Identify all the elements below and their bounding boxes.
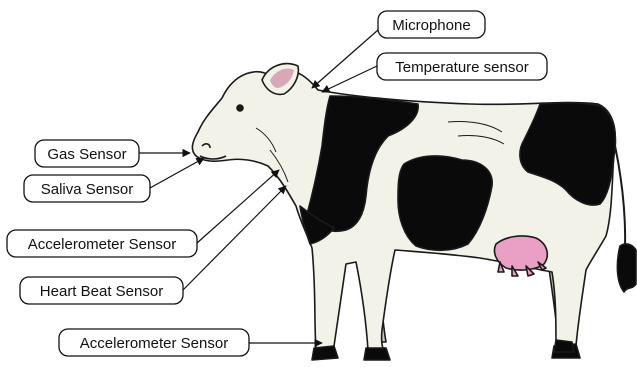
- label-accelerometer-leg-text: Accelerometer Sensor: [80, 335, 228, 352]
- cow-hoof: [312, 346, 338, 360]
- label-gas-sensor: Gas Sensor: [35, 140, 139, 167]
- label-temperature-sensor-text: Temperature sensor: [395, 59, 528, 76]
- label-saliva-sensor-text: Saliva Sensor: [41, 181, 134, 198]
- label-accelerometer-leg: Accelerometer Sensor: [59, 329, 249, 356]
- label-accelerometer-neck: Accelerometer Sensor: [7, 230, 197, 257]
- label-saliva-sensor: Saliva Sensor: [24, 175, 150, 202]
- arrow-accelerometer-neck: [197, 170, 279, 243]
- cow-illustration: [192, 64, 636, 360]
- label-gas-sensor-text: Gas Sensor: [47, 146, 126, 163]
- arrow-microphone: [312, 30, 378, 88]
- cow-tail-tuft: [617, 244, 636, 292]
- arrow-heart-beat: [183, 186, 286, 290]
- cow-hoof: [554, 340, 574, 352]
- label-microphone-text: Microphone: [392, 17, 470, 34]
- cow-eye: [237, 105, 243, 111]
- label-accelerometer-neck-text: Accelerometer Sensor: [28, 236, 176, 253]
- arrow-temperature: [322, 66, 377, 92]
- cow-hoof: [364, 348, 390, 360]
- label-heart-beat-sensor: Heart Beat Sensor: [20, 277, 183, 304]
- label-microphone: Microphone: [378, 11, 485, 38]
- arrow-saliva: [150, 158, 204, 188]
- label-heart-beat-sensor-text: Heart Beat Sensor: [40, 283, 163, 300]
- label-temperature-sensor: Temperature sensor: [377, 53, 547, 80]
